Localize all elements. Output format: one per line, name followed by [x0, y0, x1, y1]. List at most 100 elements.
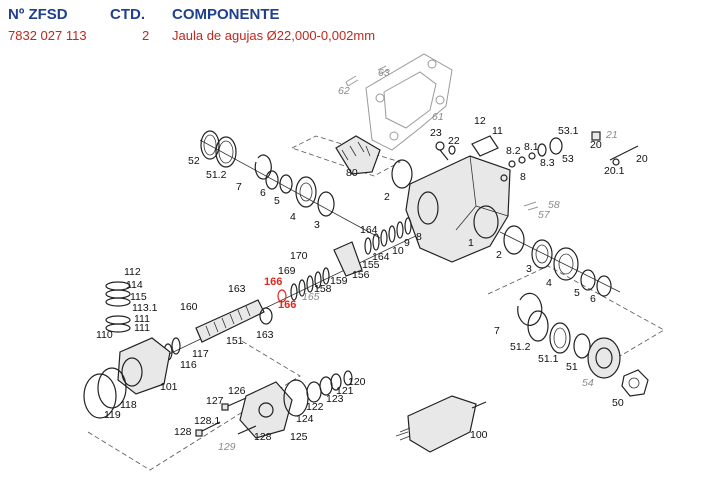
label-114: 114 — [126, 279, 143, 291]
valve-body-101 — [117, 337, 171, 395]
label-6b: 6 — [590, 293, 596, 305]
steering-housing-1 — [405, 155, 511, 263]
label-163b: 163 — [256, 329, 274, 341]
label-155: 155 — [362, 259, 380, 271]
snap-ring-7-right — [517, 292, 543, 326]
ghost-label-165: 165 — [302, 291, 320, 303]
label-160: 160 — [180, 301, 198, 313]
label-151: 151 — [226, 335, 244, 347]
ghost-label-58: 58 — [548, 199, 560, 211]
label-122: 122 — [306, 401, 324, 413]
label-110: 110 — [96, 329, 113, 341]
label-158: 158 — [314, 283, 332, 295]
label-7b: 7 — [494, 325, 500, 337]
row-component: Jaula de agujas Ø22,000-0,002mm — [172, 28, 376, 43]
bolt-62 — [345, 75, 359, 87]
label-8a: 8 — [416, 231, 422, 243]
label-53: 53 — [562, 153, 574, 165]
label-11: 11 — [492, 125, 503, 137]
piston-151 — [259, 307, 273, 325]
label-127: 127 — [206, 395, 224, 407]
row-zf-number: 7832 027 113 — [8, 28, 87, 43]
label-4b: 4 — [546, 277, 552, 289]
label-3a: 3 — [314, 219, 320, 231]
label-8-1: 8.1 — [524, 141, 539, 153]
label-1: 1 — [468, 237, 474, 249]
label-169: 169 — [278, 265, 296, 277]
screw-128-right — [237, 425, 257, 435]
ghost-label-57: 57 — [538, 209, 551, 221]
label-101: 101 — [160, 381, 178, 393]
bolt-63 — [377, 65, 389, 75]
ring-5-upper — [279, 174, 293, 194]
label-119: 119 — [104, 409, 121, 421]
screw-127 — [221, 397, 247, 411]
label-118: 118 — [120, 399, 137, 411]
label-12: 12 — [474, 115, 486, 127]
label-51-2a: 51.2 — [206, 169, 227, 181]
ring-51-2-upper — [215, 136, 237, 168]
label-9: 9 — [404, 237, 410, 249]
label-80: 80 — [346, 167, 358, 179]
sleeve-156 — [333, 241, 363, 277]
o-ring-2-upper — [391, 159, 413, 189]
group-frame-top — [291, 135, 402, 177]
header-quantity: CTD. — [110, 6, 145, 23]
seal-3-upper — [317, 191, 335, 217]
ghost-label-54: 54 — [582, 377, 594, 389]
ring-6-upper — [265, 170, 279, 190]
label-22: 22 — [448, 135, 460, 147]
label-52a: 52 — [188, 155, 200, 167]
label-111b: 111 — [134, 322, 150, 334]
adjust-screw-20 — [591, 131, 639, 166]
label-112: 112 — [124, 266, 141, 278]
group-frame-right — [487, 265, 665, 363]
label-5a: 5 — [274, 195, 280, 207]
label-53-1: 53.1 — [558, 125, 579, 137]
label-128b: 128 — [254, 431, 272, 443]
label-8-3: 8.3 — [540, 157, 555, 169]
bleed-valve-58 — [523, 201, 539, 211]
assembled-valve-100 — [395, 395, 487, 453]
label-23: 23 — [430, 127, 442, 139]
header-zf-number: Nº ZFSD — [8, 6, 68, 23]
ring-118 — [97, 367, 127, 409]
label-166a: 166 — [264, 276, 282, 288]
bearing-4-upper — [295, 176, 317, 208]
bearing-4-right — [553, 247, 579, 281]
ring-122 — [306, 381, 322, 403]
nut-50 — [621, 369, 649, 397]
ring-51-1 — [549, 322, 571, 354]
label-128a: 128 — [174, 426, 192, 438]
label-115: 115 — [130, 291, 147, 303]
label-156: 156 — [352, 269, 370, 281]
ghost-label-63: 63 — [378, 67, 390, 79]
header-component: COMPONENTE — [172, 6, 280, 23]
ring-119 — [83, 373, 117, 419]
label-10: 10 — [392, 245, 404, 257]
label-111a: 111 — [134, 313, 150, 325]
label-2a: 2 — [384, 191, 390, 203]
needle-cage-166 — [277, 289, 287, 303]
ring-121 — [330, 373, 342, 391]
label-20a: 20 — [590, 139, 602, 151]
label-113-1: 113.1 — [132, 302, 158, 314]
ring-52 — [200, 130, 220, 160]
label-128-1: 128.1 — [194, 415, 220, 427]
row-quantity: 2 — [142, 28, 150, 43]
label-120: 120 — [348, 376, 366, 388]
ghost-label-61: 61 — [432, 111, 444, 123]
axis-line-top — [199, 139, 381, 239]
label-159: 159 — [330, 275, 348, 287]
label-100: 100 — [470, 429, 488, 441]
ring-117 — [171, 337, 181, 355]
label-8b: 8 — [520, 171, 526, 183]
bushing-stack-112 — [105, 281, 131, 333]
label-116: 116 — [180, 359, 197, 371]
label-50: 50 — [612, 397, 624, 409]
ring-120 — [343, 370, 353, 386]
label-121: 121 — [336, 385, 354, 397]
label-51-2b: 51.2 — [510, 341, 531, 353]
ghost-label-129: 129 — [218, 441, 236, 453]
